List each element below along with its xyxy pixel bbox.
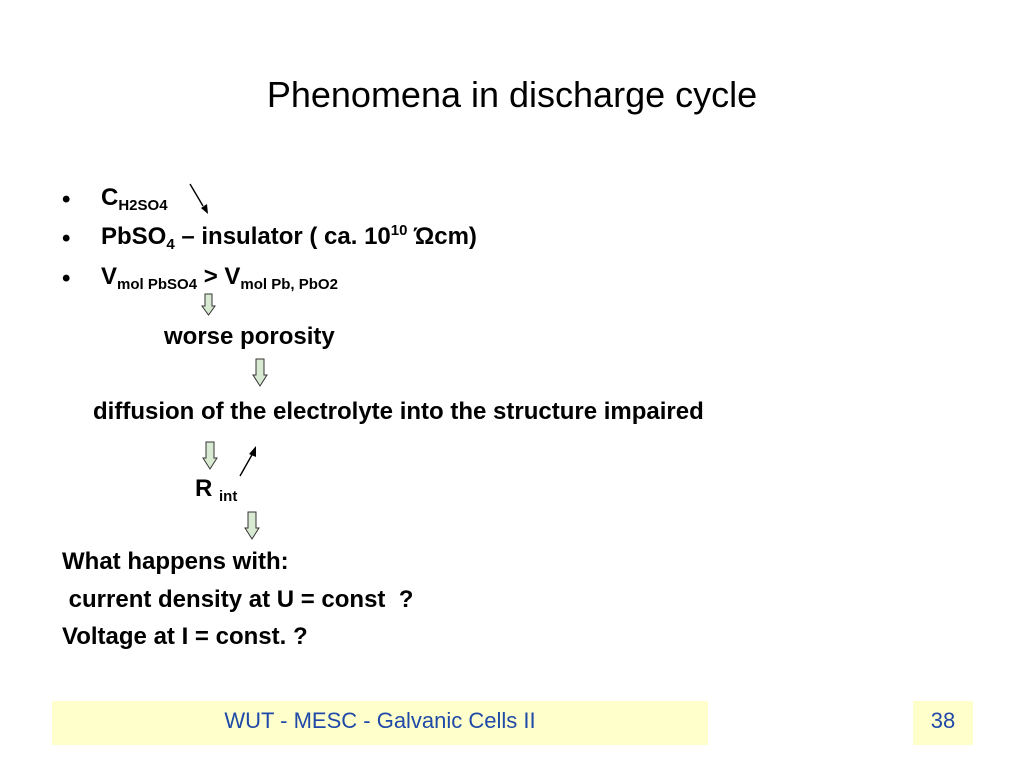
bullet-main: C: [101, 184, 119, 211]
chain-worse-porosity: worse porosity: [164, 323, 335, 350]
chain-diffusion-impaired: diffusion of the electrolyte into the st…: [93, 398, 704, 425]
question-voltage: Voltage at I = const. ?: [62, 623, 308, 650]
bullet-main: PbSO: [101, 223, 167, 250]
bullet-sub: H2SO4: [118, 197, 168, 214]
bullet-marker: •: [62, 225, 71, 252]
footer-text: WUT - MESC - Galvanic Cells II: [224, 708, 536, 733]
decrease-arrow-icon: [189, 183, 208, 214]
bullet-sup: 10: [390, 222, 408, 239]
chain-r: R: [195, 475, 219, 502]
increase-arrow-icon: [239, 446, 256, 477]
question-current-density: current density at U = const ?: [62, 586, 414, 613]
bullet-mid: > V: [197, 263, 241, 290]
down-arrow-icon: [202, 441, 218, 470]
slide-title: Phenomena in discharge cycle: [266, 74, 758, 115]
bullet-marker: •: [62, 186, 71, 213]
down-arrow-icon: [244, 511, 260, 540]
footer-bar: [52, 701, 708, 745]
bullet-sub: mol Pb, PbO2: [240, 276, 338, 293]
bullet-text-unit: Ώcm): [407, 223, 477, 250]
bullet-marker: •: [62, 265, 71, 292]
bullet-molar-volume: Vmol PbSO4 > Vmol Pb, PbO2: [101, 263, 338, 293]
chain-internal-resistance: R int: [195, 475, 238, 505]
page-number: 38: [930, 708, 956, 733]
bullet-sub: 4: [166, 236, 175, 253]
down-arrow-icon: [201, 293, 216, 316]
questions-heading: What happens with:: [62, 548, 289, 575]
down-arrow-icon: [252, 358, 268, 387]
chain-r-sub: int: [219, 488, 238, 505]
bullet-text: – insulator ( ca. 10: [174, 223, 391, 250]
bullet-main: V: [101, 263, 118, 290]
bullet-pbso4-insulator: PbSO4 – insulator ( ca. 1010 Ώcm): [101, 222, 477, 253]
bullet-sub: mol PbSO4: [117, 276, 198, 293]
bullet-h2so4-concentration: CH2SO4: [101, 184, 168, 214]
page-number-box: [913, 701, 973, 745]
